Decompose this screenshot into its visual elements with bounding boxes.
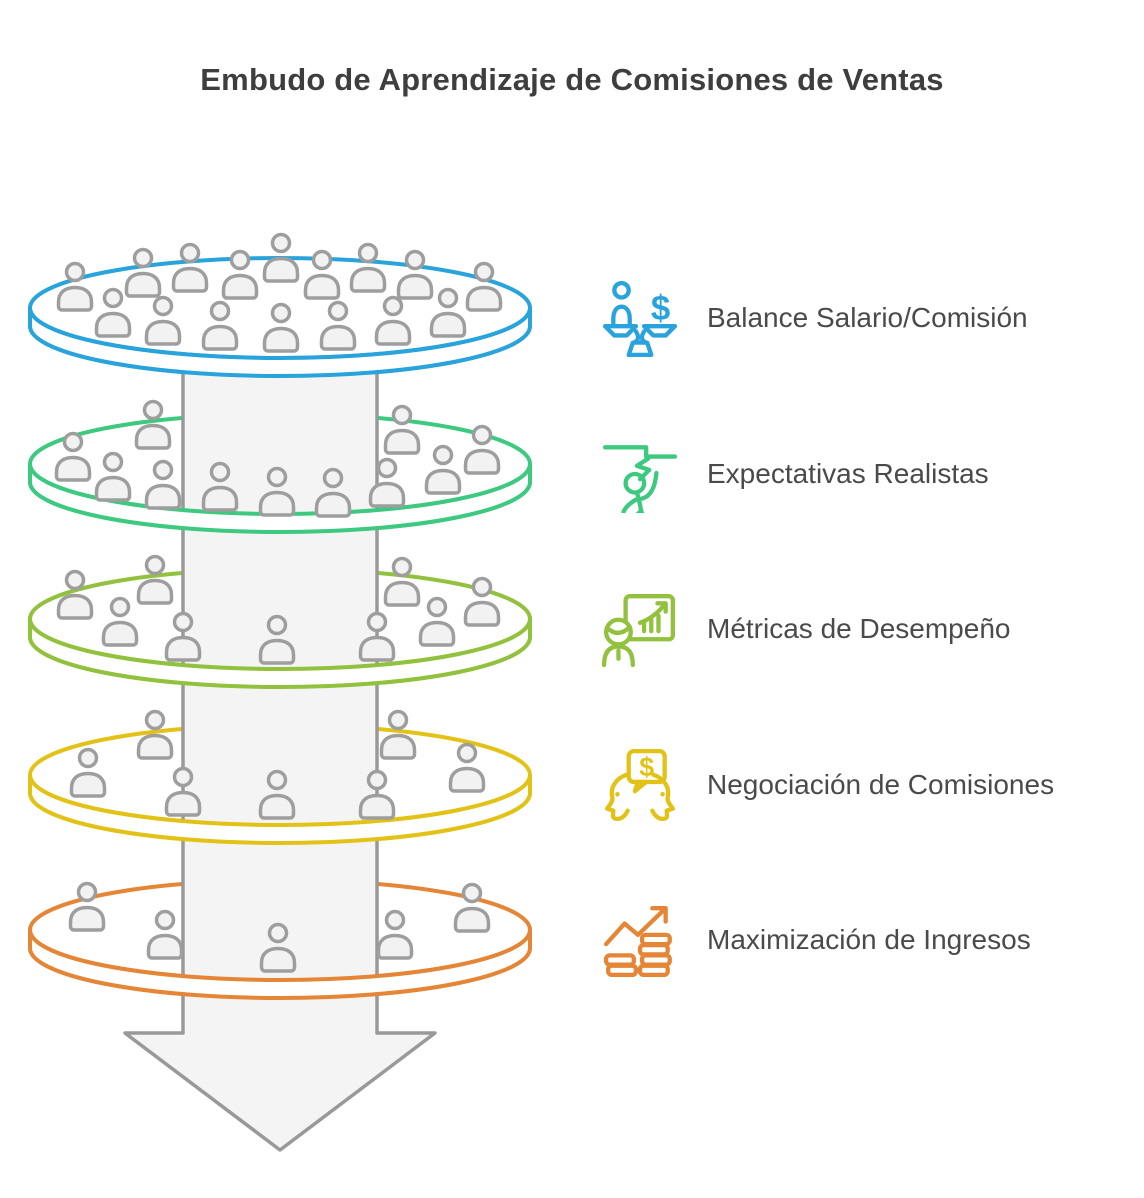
funnel-tier-4-front bbox=[28, 774, 532, 845]
funnel-tier-5-front bbox=[28, 929, 532, 1000]
funnel-tier-3-front bbox=[28, 618, 532, 689]
down-arrow bbox=[123, 364, 437, 1152]
page-title: Embudo de Aprendizaje de Comisiones de V… bbox=[200, 62, 944, 97]
funnel-tier-1-front bbox=[28, 307, 532, 378]
